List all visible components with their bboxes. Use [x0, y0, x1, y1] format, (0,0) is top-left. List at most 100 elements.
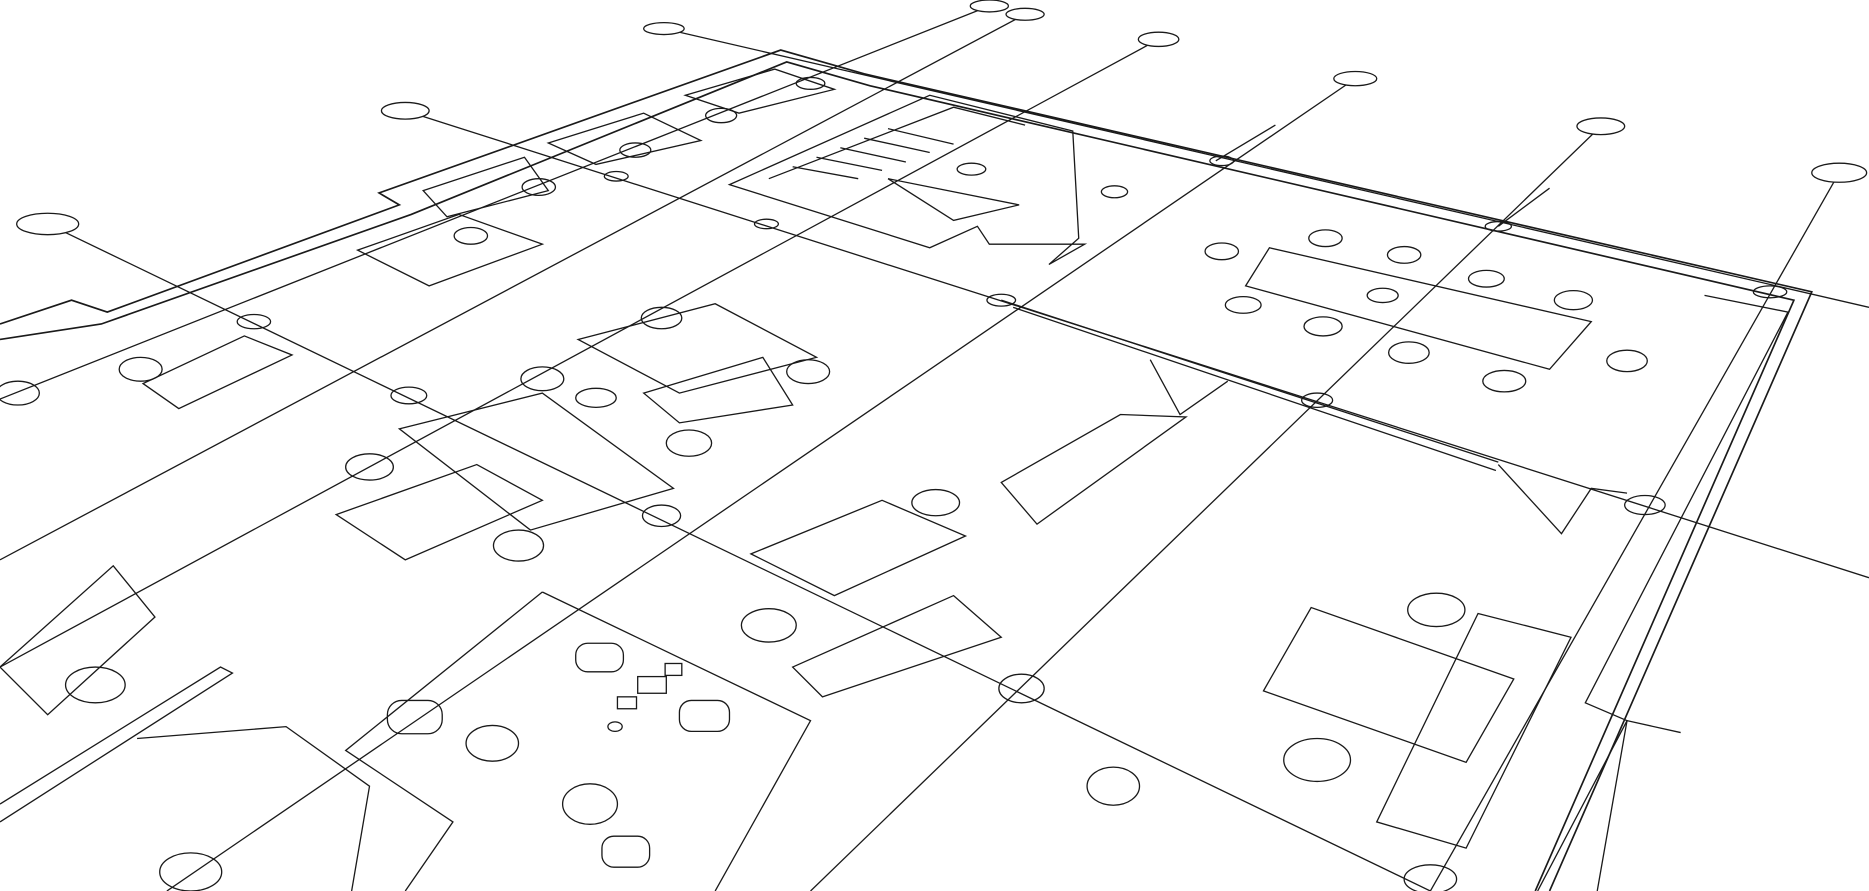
- chair: [665, 429, 713, 457]
- grid-bubble: [1576, 117, 1626, 136]
- chair: [345, 453, 395, 481]
- grid-line: [0, 13, 1026, 561]
- grid-line: [0, 5, 990, 400]
- chair: [1387, 341, 1430, 364]
- stair-landing: [887, 178, 1020, 222]
- grid-bubble: [380, 101, 430, 120]
- grid-line: [810, 125, 1602, 891]
- chair: [520, 366, 565, 392]
- fixture: [616, 696, 638, 710]
- chair: [795, 76, 826, 90]
- grid-line: [47, 223, 1431, 891]
- stair-tread: [887, 128, 954, 145]
- sink: [678, 699, 731, 733]
- chair: [640, 306, 683, 330]
- round-table: [561, 783, 619, 825]
- interior-wall: [1497, 187, 1550, 227]
- partition: [542, 591, 812, 891]
- desk: [1244, 247, 1593, 371]
- column-marker: [1300, 392, 1334, 409]
- fixture: [1100, 185, 1129, 199]
- grid-bubble: [1811, 162, 1868, 183]
- grid-bubble: [1137, 31, 1180, 48]
- fixture: [637, 675, 667, 694]
- chairs: [0, 76, 1648, 783]
- door-swing: [1497, 464, 1628, 535]
- exterior-wall-inner: [0, 61, 1796, 891]
- stair-tread: [792, 166, 859, 180]
- stair-tread: [864, 137, 930, 154]
- grid-line: [663, 27, 1869, 308]
- sink: [601, 835, 651, 868]
- interior-wall: [1012, 306, 1497, 472]
- stair-run: [768, 106, 1026, 180]
- sink: [386, 699, 443, 735]
- walls: [0, 49, 1813, 891]
- grid-bubble: [643, 21, 685, 36]
- chair: [704, 107, 738, 124]
- chair: [64, 666, 126, 704]
- round-table: [1086, 766, 1141, 806]
- furniture: [0, 68, 1593, 891]
- chair: [1386, 245, 1422, 264]
- stair-tread: [840, 147, 907, 163]
- chair: [619, 142, 652, 158]
- grid-line: [166, 78, 1356, 891]
- exterior-wall: [0, 49, 1813, 891]
- fixture: [607, 721, 623, 733]
- chair: [1482, 369, 1527, 393]
- sink: [575, 642, 625, 673]
- chair: [911, 488, 961, 517]
- grid-line: [1429, 172, 1840, 891]
- restroom-fixtures: [386, 642, 731, 868]
- desk: [334, 463, 544, 561]
- chair: [1283, 737, 1352, 783]
- stairs: [727, 94, 1129, 266]
- partition: [1596, 719, 1681, 891]
- desk: [791, 594, 1003, 698]
- partition: [344, 591, 543, 891]
- partition: [0, 666, 234, 823]
- desk: [1262, 606, 1515, 764]
- chair: [740, 608, 797, 643]
- chair: [1303, 316, 1343, 337]
- chair: [1467, 269, 1505, 288]
- chair: [492, 529, 545, 562]
- stair-outline: [727, 94, 1088, 266]
- grid-bubble: [969, 0, 1010, 13]
- grid-bubble: [16, 212, 80, 236]
- desk: [683, 68, 837, 114]
- door-swing: [1149, 359, 1229, 416]
- desk: [642, 356, 794, 424]
- desk: [576, 303, 819, 394]
- interior-wall: [1215, 124, 1276, 162]
- chair: [1407, 592, 1466, 628]
- grid-bubble: [1333, 70, 1378, 87]
- desk: [1000, 413, 1188, 526]
- chair: [1308, 229, 1343, 248]
- interior-wall: [1001, 299, 1499, 463]
- column-marker: [1403, 864, 1458, 891]
- chair: [786, 359, 831, 385]
- chair: [453, 226, 489, 245]
- chair: [1204, 242, 1240, 261]
- chair: [1224, 295, 1262, 314]
- grid-lines: [0, 5, 1869, 891]
- partition: [137, 725, 371, 891]
- grid-line: [0, 38, 1159, 668]
- column-marker: [1623, 494, 1666, 516]
- chair: [118, 356, 163, 382]
- desk: [141, 335, 294, 410]
- grid-bubble: [1005, 7, 1045, 21]
- fixture: [664, 662, 683, 677]
- column-marker: [641, 504, 682, 528]
- desk: [1375, 612, 1572, 849]
- column-marker: [603, 170, 629, 182]
- column-marker: [998, 673, 1045, 704]
- desk: [355, 213, 545, 287]
- fixture: [956, 162, 987, 176]
- stair-tread: [816, 156, 883, 171]
- chair: [0, 380, 40, 406]
- column-marker: [753, 218, 780, 230]
- round-table: [1366, 287, 1399, 304]
